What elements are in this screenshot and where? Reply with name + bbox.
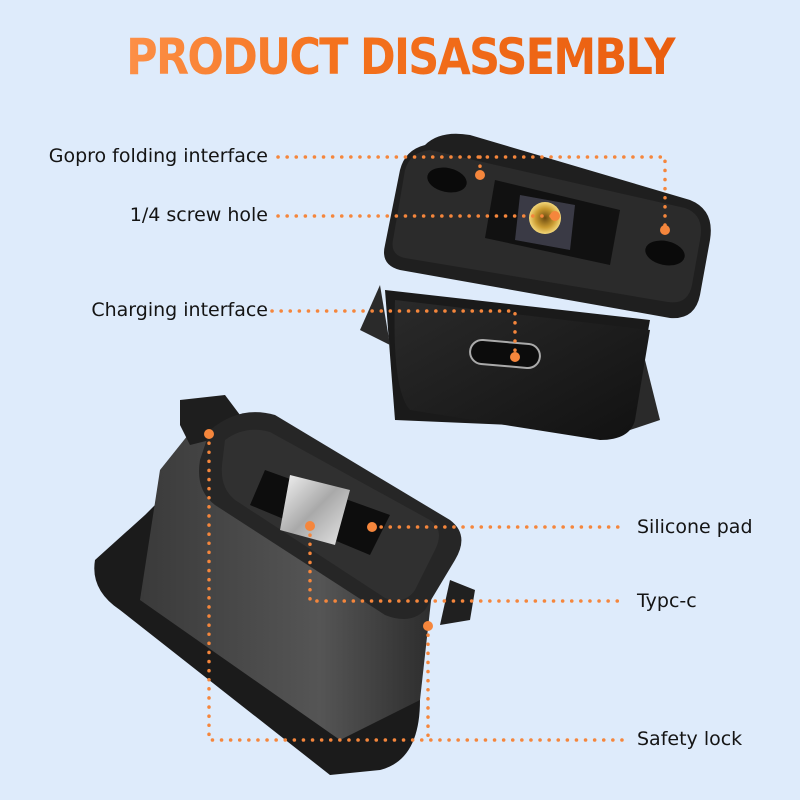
callout-typec: Typc-c xyxy=(637,590,697,612)
page-title: PRODUCT DISASSEMBLY xyxy=(56,28,744,86)
callout-safety-lock: Safety lock xyxy=(637,728,743,750)
callout-dots xyxy=(204,170,670,631)
callout-screw-hole: 1/4 screw hole xyxy=(129,204,268,226)
bottom-device xyxy=(94,395,475,775)
callout-gopro-folding-interface: Gopro folding interface xyxy=(48,145,268,167)
top-device xyxy=(360,133,711,440)
leader-lines xyxy=(207,155,667,742)
callout-silicone-pad: Silicone pad xyxy=(637,516,753,538)
callout-charging-interface: Charging interface xyxy=(91,299,268,321)
